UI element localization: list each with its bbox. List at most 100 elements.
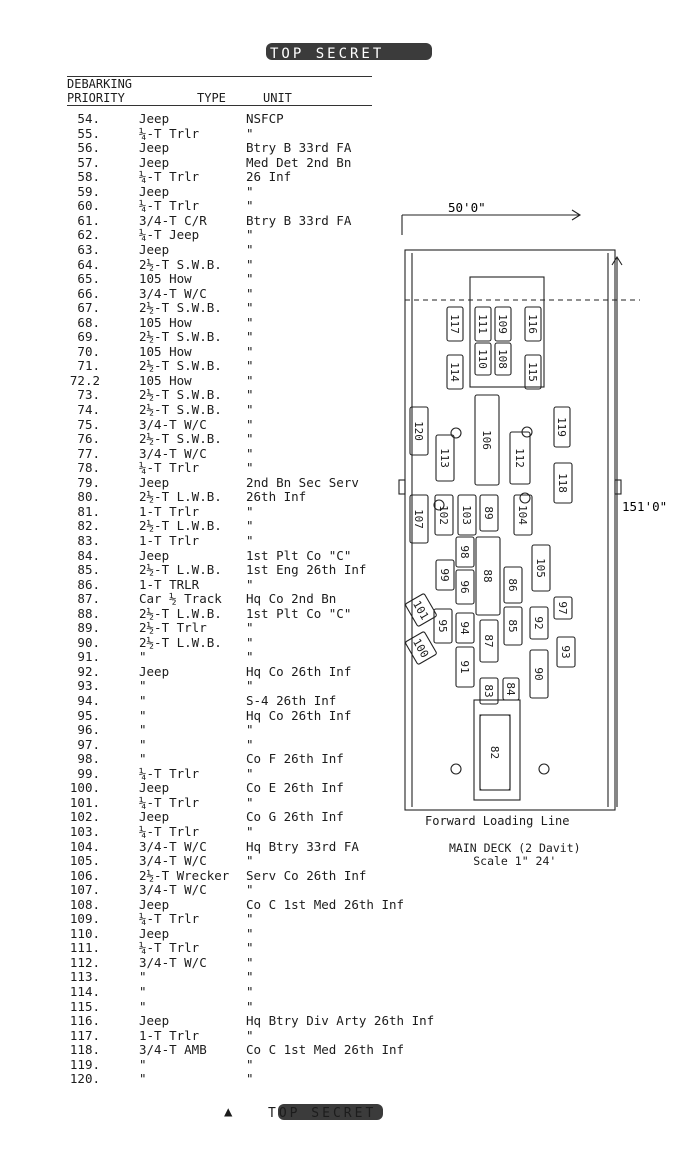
vehicle-number: 82 [488,746,501,759]
footer-security-stamp: ▲ TOP SECRET [224,1104,383,1121]
row-priority: 84. [77,547,100,563]
caption-deck-title: MAIN DECK (2 Davit) [449,841,581,855]
row-type: 1-T TRLR [139,576,200,592]
row-unit: " [246,532,254,548]
row-priority: 89. [77,620,100,636]
row-type: 2½-T S.W.B. [139,358,222,374]
row-type: 105 How [139,372,192,388]
row-type: " [139,649,147,665]
vehicle-number: 108 [496,349,509,369]
row-priority: 69. [77,329,100,345]
row-unit: " [246,1071,254,1087]
row-type: Jeep [139,925,170,941]
row-unit: " [246,183,254,199]
row-priority: 88. [77,605,100,621]
caption-deck: MAIN DECK (2 Davit) Scale 1" 24' [449,842,581,868]
row-unit: Hq Co 26th Inf [246,707,352,723]
row-type: Jeep [139,183,170,199]
vehicle-number: 117 [448,314,461,334]
vehicle-number: 103 [460,505,473,525]
vehicle-outline [513,494,533,536]
row-type: 2½-T S.W.B. [139,300,222,316]
vehicle-box: 105 [531,544,551,592]
row-type: Jeep [139,809,170,825]
row-priority: 55. [77,125,100,141]
row-unit: Co G 26th Inf [246,809,344,825]
vehicle-number: 88 [481,569,494,582]
vehicle-outline [474,394,500,486]
row-unit: Co C 1st Med 26th Inf [246,1042,405,1058]
vehicle-outline [503,566,523,604]
vehicle-box: 88 [475,536,501,616]
row-priority: 76. [77,431,100,447]
vehicle-outline [409,494,429,544]
row-type: 2½-T L.W.B. [139,518,222,534]
row-priority: 71. [77,358,100,374]
row-type: ¼-T Trlr [139,765,200,781]
row-type: Jeep [139,1013,170,1029]
row-unit: " [246,649,254,665]
vehicle-box: 90 [529,649,549,699]
row-priority: 82. [77,518,100,534]
row-type: 3/4-T AMB [139,1042,207,1058]
row-unit: " [246,940,254,956]
vehicle-number: 96 [458,580,471,593]
row-priority: 59. [77,183,100,199]
row-unit: " [246,823,254,839]
deck-outline [404,249,616,811]
row-type: " [139,751,147,767]
row-unit: 2nd Bn Sec Serv [246,474,359,490]
vehicle-number: 90 [532,667,545,680]
vehicle-number: 99 [438,568,451,581]
row-priority: 63. [77,241,100,257]
row-priority: 81. [77,503,100,519]
row-type: 2½-T L.W.B. [139,489,222,505]
vehicle-box: 109 [494,306,512,342]
row-unit: " [246,445,254,461]
row-type: Jeep [139,241,170,257]
row-priority: 114. [69,984,100,999]
row-type: 3/4-T W/C [139,416,207,432]
vehicle-number: 114 [448,362,461,382]
row-priority: 79. [77,474,100,490]
row-type: ¼-T Trlr [139,198,200,214]
row-unit: " [246,314,254,330]
vehicle-box: 102 [434,494,454,536]
vehicle-outline [474,342,492,376]
row-unit: " [246,925,254,941]
vehicle-number: 104 [516,505,529,525]
row-type: 3/4-T W/C [139,445,207,461]
vehicle-number: 94 [458,621,471,635]
vehicle-number: 87 [482,634,495,647]
row-unit: " [246,329,254,345]
row-priority: 92. [77,663,100,679]
row-type: 2½-T S.W.B. [139,329,222,345]
row-priority: 94. [77,693,100,708]
row-type: 1-T Trlr [139,503,200,519]
row-unit: " [246,794,254,810]
row-type: 3/4-T C/R [139,212,207,228]
header-rule-bottom [67,105,372,106]
row-type: 2½-T L.W.B. [139,562,222,578]
header-stamp-text: TOP SECRET [270,46,385,62]
row-priority: 111. [69,940,100,956]
vehicle-box: 89 [479,494,499,532]
vehicle-number: 107 [412,509,425,529]
row-priority: 109. [69,911,100,927]
vehicle-number: 98 [458,545,471,558]
vehicle-number: 95 [436,619,449,632]
row-unit: " [246,1056,254,1072]
vehicle-outline [455,612,475,644]
col-type: TYPE [197,91,226,105]
row-type: 3/4-T W/C [139,285,207,301]
vehicle-box: 114 [446,354,464,390]
row-type: Jeep [139,474,170,490]
row-unit: " [246,576,254,592]
row-unit: 1st Plt Co "C" [246,605,352,621]
vehicle-outline [494,306,512,342]
vehicle-number: 92 [532,616,545,629]
row-priority: 99. [77,765,100,781]
row-type: ¼-T Trlr [139,940,200,956]
column-header: DEBARKING PRIORITY TYPE UNIT [67,76,372,106]
row-type: Jeep [139,896,170,912]
